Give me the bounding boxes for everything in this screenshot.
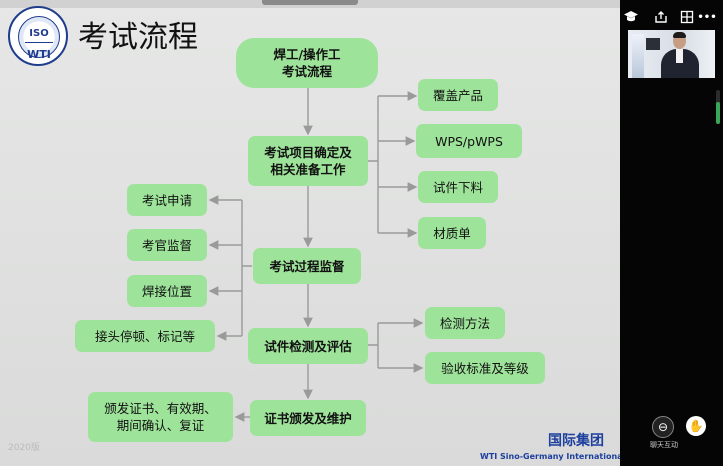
- item-label: 考试申请: [141, 192, 192, 208]
- top-tab-handle[interactable]: [262, 0, 358, 5]
- chat-interaction-label: 聊天互动: [650, 441, 678, 449]
- graduation-cap-icon[interactable]: [620, 6, 642, 28]
- item-label: 接头停顿、标记等: [94, 328, 195, 344]
- slide-top-bar: [0, 0, 620, 8]
- presenter-video[interactable]: [628, 30, 715, 78]
- share-icon-glyph: [655, 11, 667, 23]
- item-label: 考官监督: [141, 237, 192, 253]
- presenter-hair: [673, 32, 686, 38]
- handraise-icon[interactable]: ✋: [686, 416, 706, 436]
- item-certificate-validity: 颁发证书、有效期、期间确认、复证: [88, 392, 233, 442]
- item-label: 验收标准及等级: [441, 360, 529, 376]
- start-line1: 焊工/操作工: [273, 47, 341, 62]
- logo-iso-text: ISO: [29, 28, 49, 39]
- item-acceptance-criteria: 验收标准及等级: [425, 352, 545, 384]
- graduation-cap-icon-glyph: [624, 11, 638, 22]
- branch-step2: [241, 200, 252, 336]
- item-examiner-supervision: 考官监督: [127, 229, 207, 261]
- item-label: 覆盖产品: [432, 87, 483, 103]
- item-line1: 颁发证书、有效期、: [104, 401, 217, 416]
- iso-wti-logo: ISO WTI: [8, 6, 68, 66]
- logo-divider: [25, 42, 53, 43]
- item-exam-application: 考试申请: [127, 184, 207, 216]
- banner-stand: [632, 34, 644, 78]
- start-line2: 考试流程: [281, 64, 332, 79]
- item-label: 试件下料: [432, 179, 483, 195]
- step-certificate-issuance: 证书颁发及维护: [250, 400, 366, 436]
- share-icon[interactable]: [650, 6, 672, 28]
- presenter-shirt: [676, 49, 683, 63]
- flow-start-node: 焊工/操作工考试流程: [236, 38, 378, 88]
- item-label: 焊接位置: [141, 283, 192, 299]
- edition-year: 2020版: [8, 443, 40, 453]
- item-label: 检测方法: [439, 315, 490, 331]
- step4-label: 证书颁发及维护: [264, 410, 352, 426]
- minimize-icon[interactable]: ⊖: [652, 416, 674, 438]
- logo-ring: ISO WTI: [18, 16, 60, 61]
- item-joint-stop-marking: 接头停顿、标记等: [75, 320, 215, 352]
- item-line2: 期间确认、复证: [116, 418, 205, 433]
- step3-label: 试件检测及评估: [264, 338, 352, 354]
- step1-line2: 相关准备工作: [270, 162, 346, 177]
- brand-name-cn: 国际集团: [548, 433, 604, 449]
- step-specimen-testing: 试件检测及评估: [248, 328, 368, 364]
- logo-wti-text: WTI: [27, 48, 51, 61]
- more-icon-dots: •••: [697, 11, 717, 23]
- slide-title: 考试流程: [78, 20, 198, 55]
- meeting-side-panel: ••• ⊖ ✋ 聊天互动: [620, 0, 723, 466]
- more-icon[interactable]: •••: [696, 6, 718, 28]
- brand-name-en: WTI Sino-Germany International: [480, 452, 620, 461]
- presentation-slide: ISO WTI 考试流程: [0, 0, 620, 466]
- grid-icon-glyph: [680, 10, 694, 24]
- item-label: WPS/pWPS: [435, 133, 503, 149]
- branch-step3: [368, 323, 379, 368]
- scroll-indicator-fill: [716, 102, 720, 124]
- branch-step1: [368, 96, 379, 233]
- item-specimen-cutting: 试件下料: [418, 171, 498, 203]
- item-label: 材质单: [433, 225, 471, 241]
- side-scroll-indicator[interactable]: [716, 90, 720, 124]
- step-exam-preparation: 考试项目确定及相关准备工作: [248, 136, 368, 186]
- item-material-certificate: 材质单: [418, 217, 486, 249]
- step2-label: 考试过程监督: [269, 258, 345, 274]
- background-screen: [646, 38, 660, 50]
- step-process-supervision: 考试过程监督: [253, 248, 361, 284]
- item-testing-method: 检测方法: [425, 307, 505, 339]
- flowchart-connectors: [208, 88, 424, 422]
- item-coverage-product: 覆盖产品: [418, 79, 498, 111]
- step1-line1: 考试项目确定及: [264, 145, 352, 160]
- item-welding-position: 焊接位置: [127, 275, 207, 307]
- item-wps-pwps: WPS/pWPS: [416, 124, 522, 158]
- grid-icon[interactable]: [676, 6, 698, 28]
